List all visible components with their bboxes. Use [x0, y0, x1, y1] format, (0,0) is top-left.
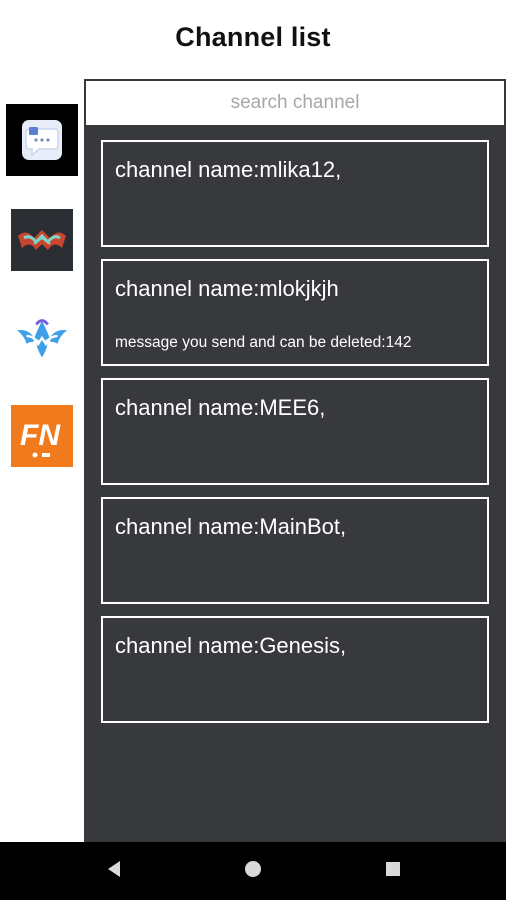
- channel-name: channel name:mlokjkjh: [115, 276, 339, 301]
- channel-item[interactable]: channel name:Genesis,: [101, 616, 489, 723]
- home-button[interactable]: [223, 842, 283, 900]
- channel-name: channel name:Genesis,: [115, 633, 347, 658]
- server-item-fn[interactable]: FN: [6, 400, 78, 472]
- channel-name: channel name:MEE6,: [115, 395, 326, 420]
- fn-logo-icon: FN: [11, 405, 73, 467]
- back-button[interactable]: [84, 842, 144, 900]
- channel-item[interactable]: channel name:mlika12,: [101, 140, 489, 247]
- blue-emblem-icon: [13, 309, 71, 367]
- recents-button[interactable]: [363, 842, 423, 900]
- server-item-warframe[interactable]: [6, 204, 78, 276]
- server-item-blue-emblem[interactable]: [6, 302, 78, 374]
- channel-panel: channel name:mlika12, channel name:mlokj…: [84, 79, 506, 842]
- system-navbar: [0, 842, 506, 900]
- search-input[interactable]: [86, 81, 504, 125]
- svg-text:FN: FN: [20, 419, 61, 452]
- recents-square-icon: [385, 861, 401, 882]
- back-triangle-icon: [106, 860, 122, 883]
- chat-bubble-icon: [13, 111, 71, 169]
- channel-item[interactable]: channel name:MEE6,: [101, 378, 489, 485]
- home-circle-icon: [243, 859, 263, 884]
- page-title: Channel list: [175, 22, 331, 52]
- channel-item[interactable]: channel name:MainBot,: [101, 497, 489, 604]
- search-bar: [84, 79, 506, 127]
- warframe-logo-icon: [11, 209, 73, 271]
- channel-item[interactable]: channel name:mlokjkjh message you send a…: [101, 259, 489, 366]
- server-item-chat[interactable]: [6, 104, 78, 176]
- channel-name: channel name:MainBot,: [115, 514, 347, 539]
- channel-name: channel name:mlika12,: [115, 157, 342, 182]
- channel-subtitle: message you send and can be deleted:142: [115, 334, 412, 351]
